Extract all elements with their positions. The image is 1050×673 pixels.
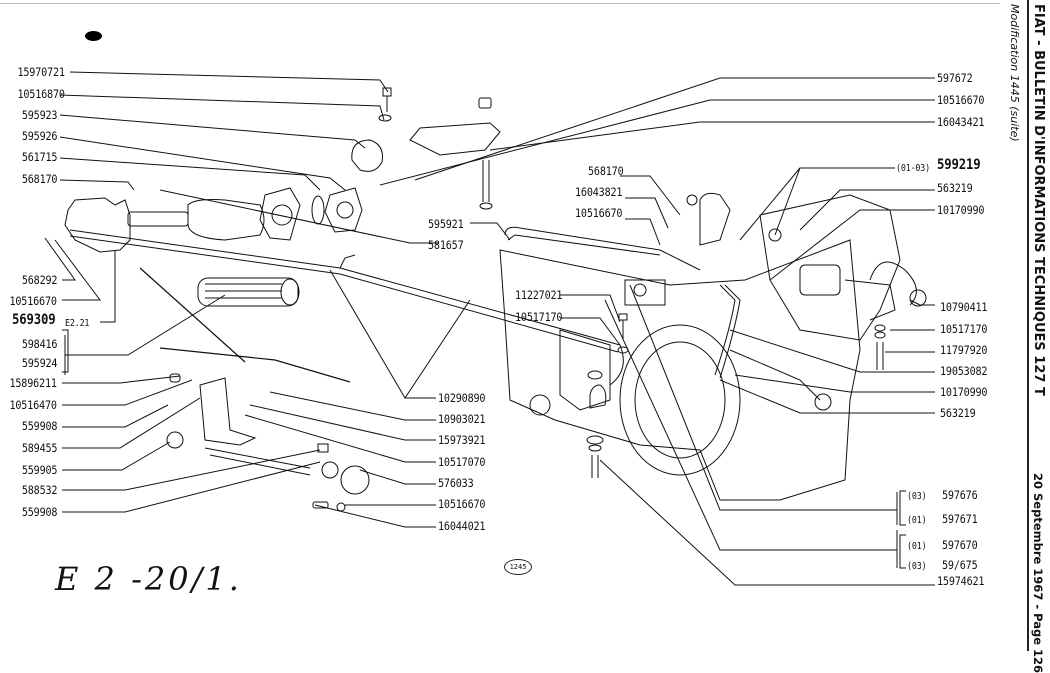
part-label-595921: 595921 — [428, 217, 464, 231]
part-label-16043421: 16043421 — [937, 115, 985, 129]
part-label-10516670-d: 10516670 — [575, 206, 623, 220]
leader-lines-right — [379, 77, 935, 586]
gearbox-housing — [499, 192, 927, 501]
part-label-59-675: 59/675 — [942, 558, 978, 572]
part-label-10903021: 10903021 — [438, 412, 486, 426]
part-label-595926: 595926 — [21, 129, 57, 143]
variant-prefix-01-a: (01) — [907, 515, 927, 526]
bracket-parts — [351, 87, 501, 210]
part-label-10517170-r: 10517170 — [940, 322, 988, 336]
part-label-10170990-a: 10170990 — [937, 203, 985, 217]
part-label-11227021: 11227021 — [515, 288, 563, 302]
part-label-15896211: 15896211 — [9, 376, 58, 390]
part-label-561715: 561715 — [21, 150, 57, 164]
part-label-568292: 568292 — [21, 273, 57, 287]
variant-prefix-01-03: (01-03) — [896, 163, 931, 174]
part-label-15973921: 15973921 — [438, 433, 486, 447]
part-label-10290890: 10290890 — [438, 391, 486, 405]
part-label-568170-c: 568170 — [588, 164, 624, 178]
part-label-597676: 597676 — [942, 488, 978, 502]
figure-ref-e2-21: E2.21 — [65, 318, 90, 329]
part-label-598416: 598416 — [21, 337, 57, 351]
part-label-589455: 589455 — [21, 441, 57, 455]
part-label-10517070: 10517070 — [438, 455, 486, 469]
part-label-11797920: 11797920 — [940, 343, 988, 357]
page-top-border — [0, 3, 1000, 4]
leader-lines-center — [159, 175, 681, 528]
part-label-599219: 599219 — [937, 157, 981, 173]
variant-prefix-03-a: (03) — [907, 491, 927, 502]
part-label-15974621: 15974621 — [937, 574, 985, 588]
part-label-597670: 597670 — [942, 538, 978, 552]
part-label-581657: 581657 — [428, 238, 464, 252]
variant-prefix-01-b: (01) — [907, 541, 927, 552]
exploded-parts-drawing — [44, 71, 935, 586]
part-label-576033: 576033 — [438, 476, 474, 490]
part-label-559908-b: 559908 — [21, 505, 57, 519]
part-label-595924: 595924 — [21, 356, 57, 370]
hydraulic-pump — [64, 187, 363, 253]
ink-spot — [85, 31, 102, 41]
header-rule — [1027, 0, 1029, 651]
mounting-bracket — [166, 373, 370, 495]
modification-subtitle: Modification 1445 (suite) — [1008, 4, 1021, 142]
part-label-10516670: 10516670 — [9, 294, 58, 308]
part-label-597672: 597672 — [937, 71, 973, 85]
page-stamp: 1245 — [504, 559, 532, 575]
part-label-16044021: 16044021 — [438, 519, 486, 533]
variant-brackets — [62, 329, 906, 569]
part-label-563219-b: 563219 — [940, 406, 976, 420]
part-label-10516670-r: 10516670 — [937, 93, 985, 107]
part-label-10517170-c: 10517170 — [515, 310, 563, 324]
part-label-10790411: 10790411 — [940, 300, 988, 314]
part-label-16043821: 16043821 — [575, 185, 623, 199]
pipes — [69, 226, 701, 386]
part-label-10516670-c: 10516670 — [438, 497, 486, 511]
fasteners — [312, 313, 886, 512]
part-label-595923: 595923 — [21, 108, 57, 122]
part-label-19053082: 19053082 — [940, 364, 988, 378]
part-label-588532: 588532 — [21, 483, 57, 497]
part-label-10516870: 10516870 — [17, 87, 66, 101]
bulletin-title: FIAT - BULLETIN D'INFORMATIONS TECHNIQUE… — [1031, 4, 1046, 396]
part-label-15970721: 15970721 — [17, 65, 66, 79]
handwritten-reference: E 2 -20/1. — [55, 560, 242, 598]
part-label-569309: 569309 — [12, 312, 56, 328]
part-label-10516470: 10516470 — [9, 398, 58, 412]
part-label-559908-a: 559908 — [21, 419, 57, 433]
part-label-559905: 559905 — [21, 463, 57, 477]
part-label-568170: 568170 — [21, 172, 57, 186]
oil-filter — [197, 277, 300, 307]
part-label-563219-a: 563219 — [937, 181, 973, 195]
part-label-10170990-b: 10170990 — [940, 385, 988, 399]
date-page-footer: 20 Septembre 1967 - Page 126 — [1031, 473, 1045, 673]
part-label-597671: 597671 — [942, 512, 978, 526]
variant-prefix-03-b: (03) — [907, 561, 927, 572]
leader-lines-left — [44, 71, 389, 513]
